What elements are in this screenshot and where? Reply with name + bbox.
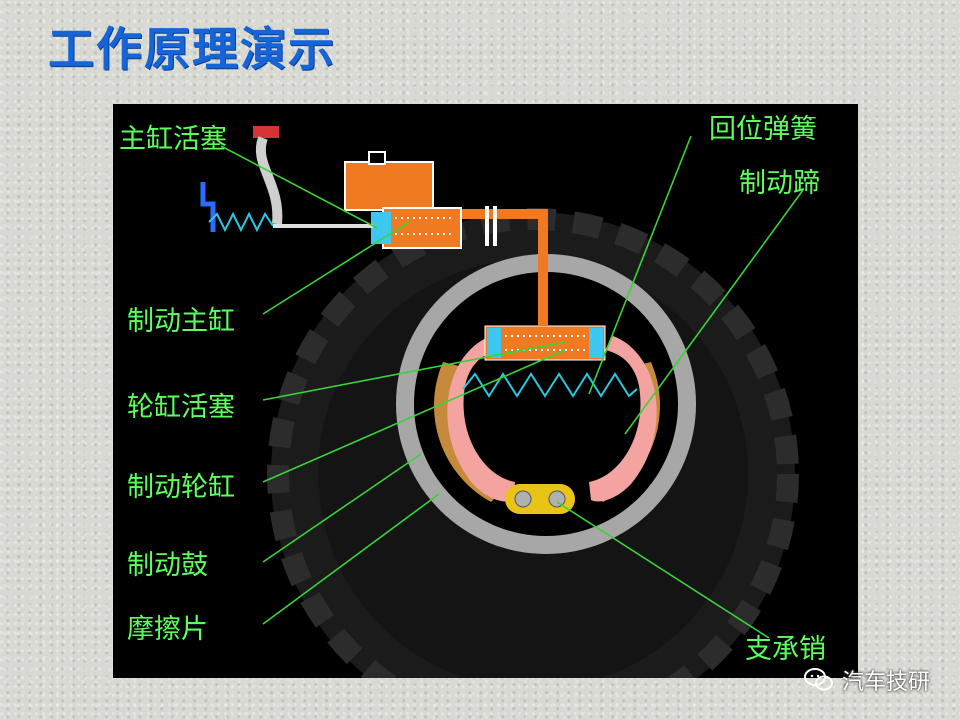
label-brake-drum: 制动鼓: [127, 550, 208, 581]
slide-title: 工作原理演示: [48, 22, 336, 76]
brake-pedal: [200, 126, 373, 233]
label-return-spring: 回位弹簧: [709, 114, 817, 145]
watermark-text: 汽车技研: [841, 670, 930, 695]
label-support-pin: 支承销: [745, 634, 826, 665]
brake-line: [453, 209, 548, 326]
brake-shoe-left: [447, 336, 515, 502]
label-wheel-piston: 轮缸活塞: [127, 392, 235, 423]
return-spring-shape: [462, 372, 638, 398]
support-pin-shape: [505, 484, 575, 514]
label-friction-pad: 摩擦片: [127, 614, 208, 645]
wechat-icon: [803, 668, 833, 691]
label-brake-shoe: 制动蹄: [739, 168, 820, 199]
label-wheel-cylinder: 制动轮缸: [127, 472, 235, 503]
label-master-piston: 主缸活塞: [119, 124, 227, 155]
brake-diagram: 主缸活塞 回位弹簧 制动蹄 制动主缸 轮缸活塞 制动轮缸 制动鼓 摩擦片 支承销: [113, 104, 858, 678]
brake-shoe-right: [589, 336, 657, 502]
label-master-cylinder: 制动主缸: [127, 306, 235, 337]
brake-diagram-svg: 主缸活塞 回位弹簧 制动蹄 制动主缸 轮缸活塞 制动轮缸 制动鼓 摩擦片 支承销: [119, 114, 826, 678]
wheel-cylinder-shape: [484, 325, 606, 361]
watermark: 汽车技研: [803, 664, 930, 696]
leader-lines: [220, 135, 804, 639]
